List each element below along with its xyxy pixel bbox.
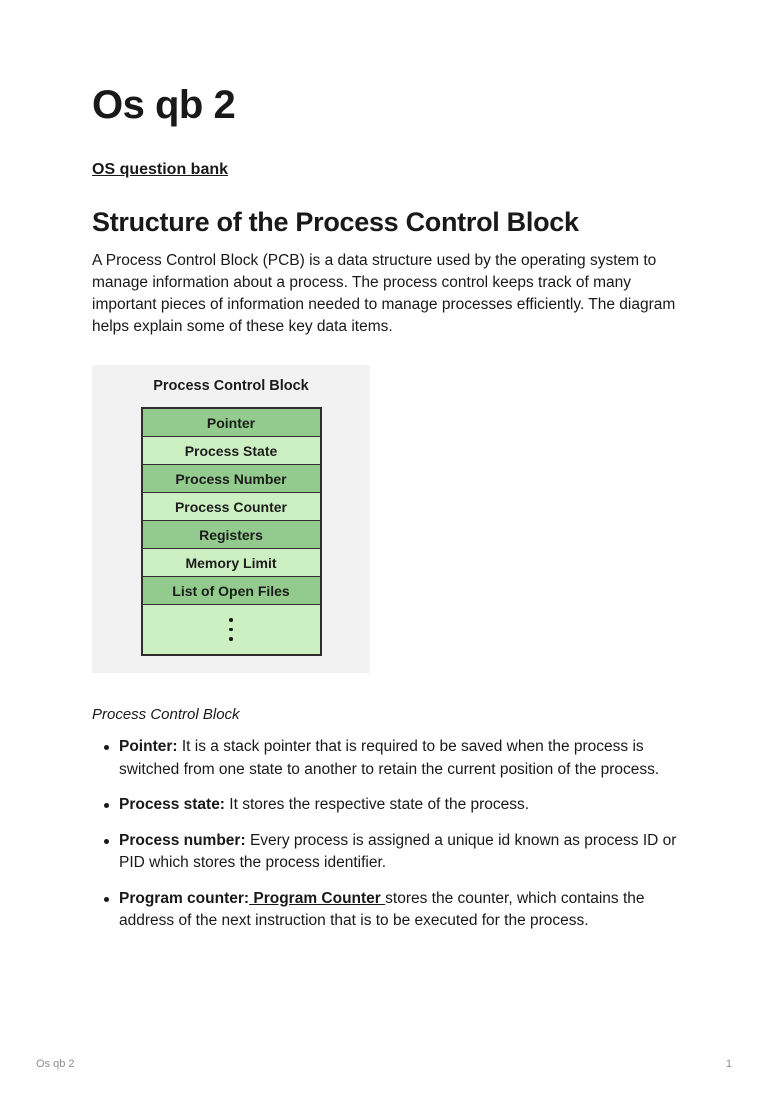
bullet-label: Program counter:: [119, 889, 250, 907]
bullet-icon: [104, 745, 109, 750]
bullet-icon: [104, 803, 109, 808]
program-counter-link[interactable]: Program Counter: [249, 889, 386, 907]
table-row: Registers: [142, 521, 320, 549]
breadcrumb-link[interactable]: OS question bank: [92, 161, 229, 178]
document-page: { "page": { "title": "Os qb 2", "breadcr…: [0, 82, 768, 1106]
table-row: Process Counter: [142, 493, 320, 521]
list-item: Process number: Every process is assigne…: [92, 830, 684, 875]
bullet-text: It stores the respective state of the pr…: [224, 796, 530, 813]
bullet-label: Pointer:: [119, 738, 178, 755]
table-row: Memory Limit: [142, 549, 320, 577]
page-footer: Os qb 2 1: [36, 1058, 732, 1070]
dot-icon: [229, 637, 233, 641]
intro-paragraph: A Process Control Block (PCB) is a data …: [92, 252, 676, 335]
bullet-icon: [104, 838, 109, 844]
bullet-label: Process number:: [119, 831, 246, 849]
ellipsis-vertical-icon: [142, 605, 320, 654]
pcb-figure: Process Control Block Pointer Process St…: [92, 365, 370, 673]
table-row: List of Open Files: [142, 577, 320, 605]
table-row: Process State: [142, 437, 320, 465]
bullet-icon: [104, 896, 109, 902]
bullet-text: Every process is assigned a unique id kn…: [119, 831, 677, 872]
bullet-label: Process state:: [119, 796, 225, 813]
table-row: Process Number: [142, 465, 320, 493]
dot-icon: [229, 618, 233, 622]
footer-page-number: 1: [725, 1058, 732, 1070]
pcb-table: Pointer Process State Process Number Pro…: [140, 407, 322, 656]
dot-icon: [229, 627, 233, 632]
list-item: Program counter: Program Counter stores …: [92, 888, 684, 933]
table-row: Pointer: [142, 409, 320, 437]
footer-doc-name: Os qb 2: [36, 1058, 75, 1070]
bullet-text: It is a stack pointer that is required t…: [119, 738, 660, 778]
list-item: Pointer: It is a stack pointer that is r…: [92, 736, 684, 781]
page-title: Os qb 2: [92, 83, 236, 127]
list-item: Process state: It stores the respective …: [92, 794, 684, 817]
bullet-list: Pointer: It is a stack pointer that is r…: [92, 736, 676, 933]
page-content: Os qb 2 OS question bank Structure of th…: [0, 82, 768, 933]
bullet-text: stores the counter, which contains the a…: [119, 889, 645, 930]
figure-caption: Process Control Block: [92, 706, 240, 723]
figure-title: Process Control Block: [153, 378, 309, 394]
section-heading: Structure of the Process Control Block: [92, 207, 579, 237]
